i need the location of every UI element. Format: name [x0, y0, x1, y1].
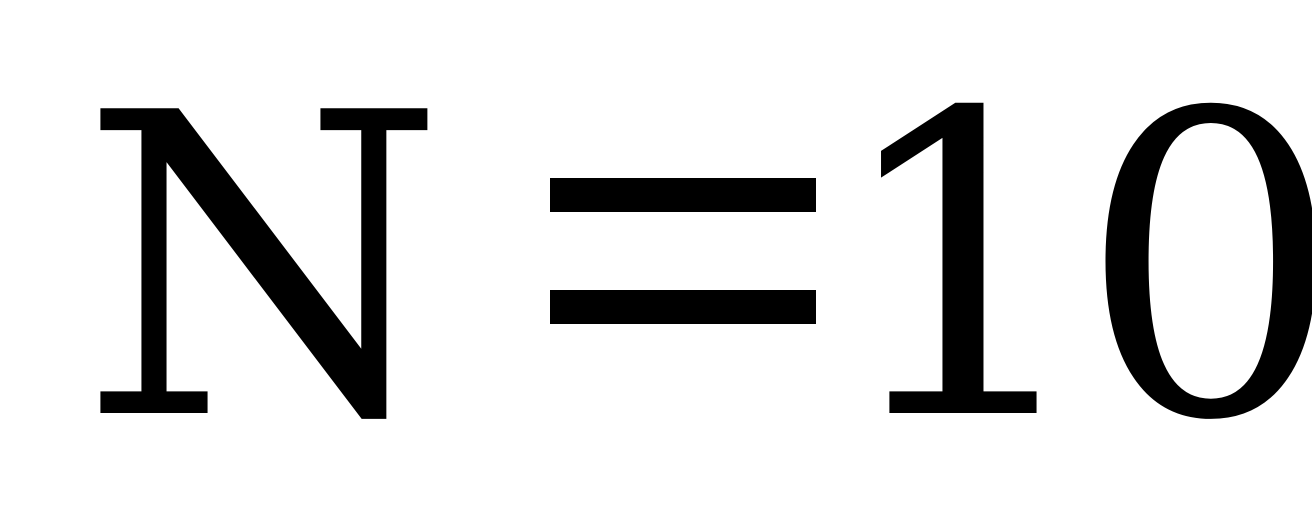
- equation: N = 10: [80, 25, 1312, 512]
- variable-n: N: [80, 25, 446, 512]
- value-number: 10: [830, 25, 1312, 512]
- equals-sign: [550, 178, 816, 324]
- equals-bottom-bar: [550, 290, 816, 324]
- equals-top-bar: [550, 178, 816, 212]
